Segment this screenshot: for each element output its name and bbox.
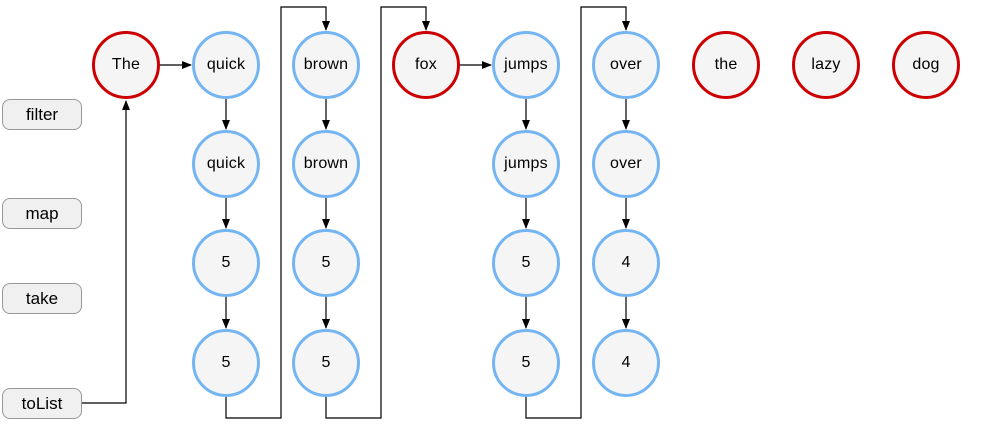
- node-taken-quick: 5: [192, 329, 260, 397]
- op-label-take: take: [2, 283, 82, 314]
- op-label-tolist: toList: [2, 388, 82, 419]
- node-mapped-quick: 5: [192, 229, 260, 297]
- node-mapped-brown: 5: [292, 229, 360, 297]
- node-source-quick: quick: [192, 31, 260, 99]
- op-label-filter: filter: [2, 99, 82, 130]
- node-mapped-jumps: 5: [492, 229, 560, 297]
- connector-loop-jumps-to-over: [525, 6, 630, 419]
- node-source-jumps: jumps: [492, 31, 560, 99]
- node-source-dog: dog: [892, 31, 960, 99]
- connector-tolist-to-the: [80, 100, 130, 404]
- node-filtered-over: over: [592, 130, 660, 198]
- node-filtered-brown: brown: [292, 130, 360, 198]
- node-source-fox: fox: [392, 31, 460, 99]
- node-taken-brown: 5: [292, 329, 360, 397]
- node-filtered-quick: quick: [192, 130, 260, 198]
- node-source-brown: brown: [292, 31, 360, 99]
- node-taken-jumps: 5: [492, 329, 560, 397]
- op-label-map: map: [2, 198, 82, 229]
- node-taken-over: 4: [592, 329, 660, 397]
- node-filtered-jumps: jumps: [492, 130, 560, 198]
- connector-loop-quick-to-brown: [225, 6, 330, 419]
- node-source-lazy: lazy: [792, 31, 860, 99]
- node-source-the-1: The: [92, 31, 160, 99]
- node-source-the-2: the: [692, 31, 760, 99]
- connector-loop-brown-to-fox: [325, 6, 430, 419]
- node-mapped-over: 4: [592, 229, 660, 297]
- node-source-over: over: [592, 31, 660, 99]
